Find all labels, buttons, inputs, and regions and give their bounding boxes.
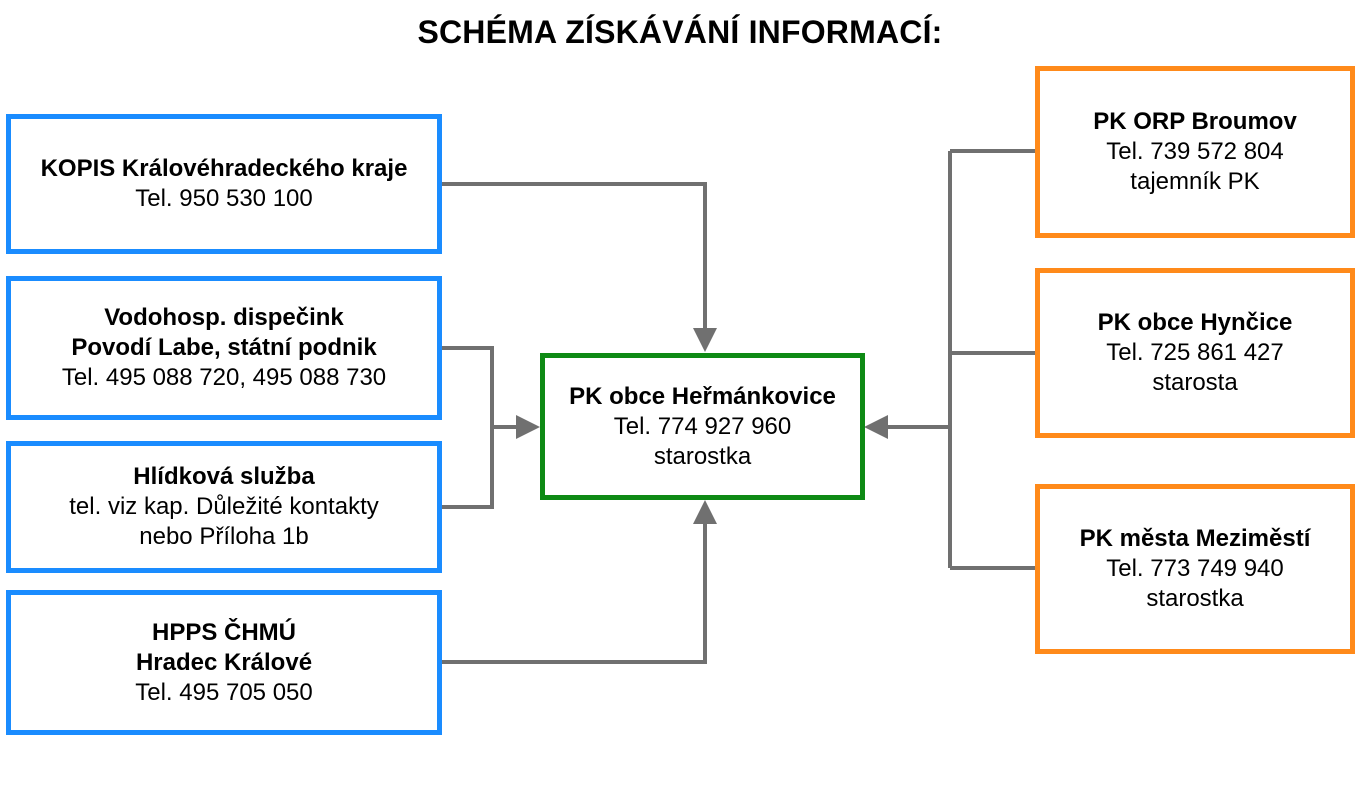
neighbor-box-mezimesti: PK města Meziměstí Tel. 773 749 940 star… <box>1035 484 1355 654</box>
neighbor-mezimesti-name: PK města Meziměstí <box>1079 525 1311 552</box>
source-box-kopis: KOPIS Královéhradeckého kraje Tel. 950 5… <box>6 114 442 254</box>
connector-hpps <box>440 522 707 664</box>
arrowhead-right <box>864 415 888 439</box>
neighbor-hyncice-name: PK obce Hynčice <box>1097 309 1293 336</box>
source-hpps-phone: Tel. 495 705 050 <box>135 678 313 706</box>
source-hpps-city: Hradec Králové <box>135 648 313 676</box>
center-name: PK obce Heřmánkovice <box>569 382 836 410</box>
neighbor-broumov-phone: Tel. 739 572 804 <box>1106 138 1284 165</box>
source-box-vodohosp: Vodohosp. dispečink Povodí Labe, státní … <box>6 276 442 420</box>
neighbor-broumov-role: tajemník PK <box>1130 168 1260 195</box>
source-hpps-name: HPPS ČHMÚ <box>151 618 296 646</box>
neighbor-hyncice-phone: Tel. 725 861 427 <box>1106 339 1284 366</box>
arrowhead-top <box>693 328 717 352</box>
source-vodohosp-phone: Tel. 495 088 720, 495 088 730 <box>61 364 387 391</box>
source-kopis-phone: Tel. 950 530 100 <box>135 185 313 212</box>
neighbor-hyncice-role: starosta <box>1152 369 1238 396</box>
source-vodohosp-org: Povodí Labe, státní podnik <box>71 334 377 361</box>
source-hlidkova-note2: nebo Příloha 1b <box>139 523 309 550</box>
neighbor-box-hyncice: PK obce Hynčice Tel. 725 861 427 starost… <box>1035 268 1355 438</box>
center-role: starostka <box>653 442 752 470</box>
source-hlidkova-name: Hlídková služba <box>133 463 315 490</box>
arrowhead-left <box>516 415 540 439</box>
arrowhead-bottom <box>693 500 717 524</box>
neighbor-box-broumov: PK ORP Broumov Tel. 739 572 804 tajemník… <box>1035 66 1355 238</box>
source-box-hpps: HPPS ČHMÚ Hradec Králové Tel. 495 705 05… <box>6 590 442 735</box>
connector-vodohosp <box>440 346 494 509</box>
center-phone: Tel. 774 927 960 <box>613 412 792 440</box>
source-box-hlidkova: Hlídková služba tel. viz kap. Důležité k… <box>6 441 442 573</box>
connector-kopis <box>440 182 707 330</box>
neighbor-broumov-name: PK ORP Broumov <box>1093 108 1297 135</box>
neighbor-mezimesti-phone: Tel. 773 749 940 <box>1106 555 1284 582</box>
source-vodohosp-name: Vodohosp. dispečink <box>104 304 344 331</box>
source-kopis-name: KOPIS Královéhradeckého kraje <box>40 155 408 182</box>
neighbor-mezimesti-role: starostka <box>1146 585 1244 612</box>
source-hlidkova-note: tel. viz kap. Důležité kontakty <box>69 493 379 520</box>
center-box-hermankovice: PK obce Heřmánkovice Tel. 774 927 960 st… <box>540 353 865 500</box>
diagram-title: SCHÉMA ZÍSKÁVÁNÍ INFORMACÍ: <box>417 14 943 50</box>
